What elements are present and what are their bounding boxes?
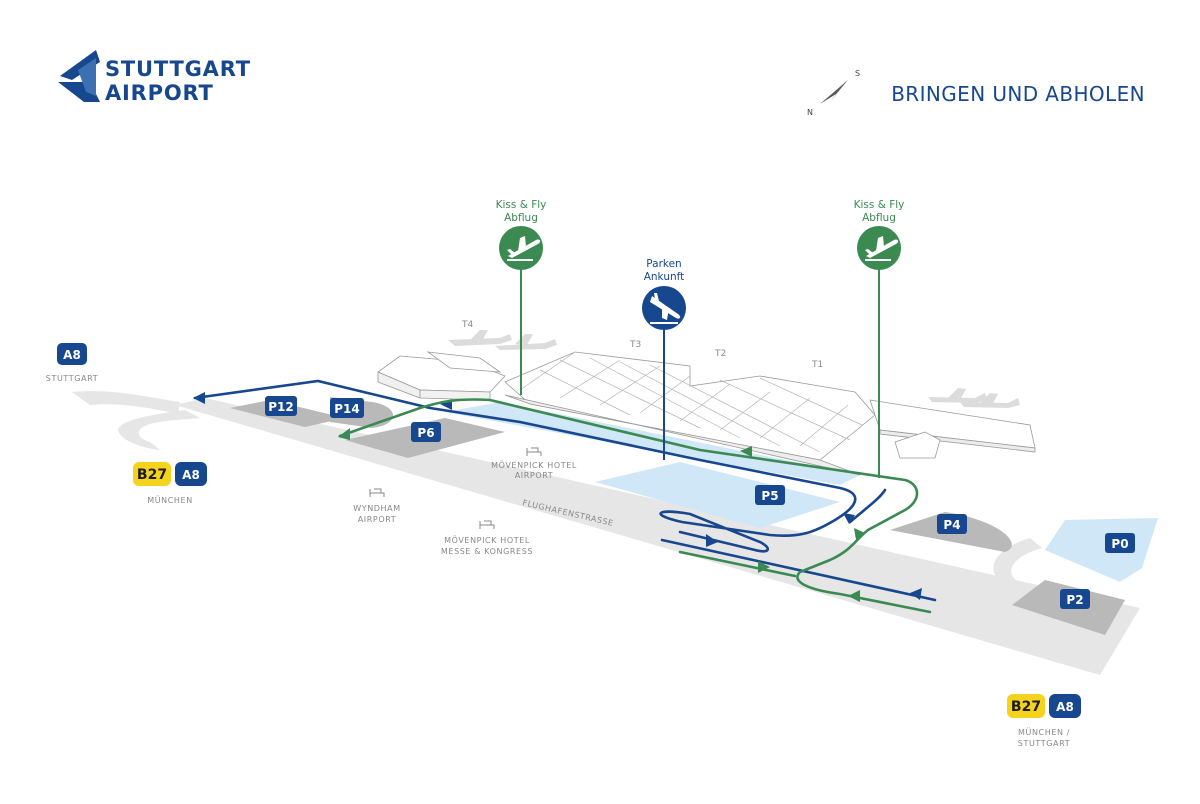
bed-icon [526,447,542,456]
parking-badge-p5[interactable]: P5 [755,485,785,505]
exit-city-line2: STUTTGART [1018,739,1070,748]
parking-badge-label: P2 [1066,593,1083,607]
logo-line2: AIRPORT [105,81,214,105]
kiss-fly-right-pin[interactable]: Kiss & Fly Abflug [854,199,905,478]
parking-badge-p0[interactable]: P0 [1105,533,1135,553]
exit-city: STUTTGART [46,374,98,383]
hotel-moevenpick-airport[interactable]: MÖVENPICK HOTEL AIRPORT [491,447,577,480]
exit-city-line1: MÜNCHEN / [1018,727,1070,737]
exit-bottom-right[interactable]: B27 A8 MÜNCHEN / STUTTGART [1007,694,1081,748]
hotel-line1: MÖVENPICK HOTEL [491,460,577,470]
hotel-line2: AIRPORT [515,471,554,480]
compass-needle-icon [820,80,848,104]
departure-plane-icon [507,236,541,261]
highway-a8-badge: A8 [63,348,81,362]
page-title: BRINGEN UND ABHOLEN [891,82,1145,106]
parking-badge-p4[interactable]: P4 [937,514,967,534]
parking-badge-p2[interactable]: P2 [1060,589,1090,609]
road-to-stuttgart [72,391,180,414]
parking-badge-label: P5 [761,489,778,503]
parken-ankunft-line1: Parken [646,258,681,270]
parking-badge-label: P4 [943,518,960,532]
parken-ankunft-line2: Ankunft [644,271,685,283]
exit-city: MÜNCHEN [147,495,193,505]
terminal-t2-label: T2 [714,349,726,359]
parken-ankunft-pin[interactable]: Parken Ankunft [642,258,686,460]
hotel-wyndham[interactable]: WYNDHAM AIRPORT [353,488,401,524]
terminal-t3-label: T3 [629,340,641,350]
parking-badge-p6[interactable]: P6 [411,422,441,442]
blue-route [193,379,937,602]
kiss-fly-right-line1: Kiss & Fly [854,199,905,211]
area-p0 [1045,518,1158,582]
logo-line1: STUTTGART [105,57,251,81]
bed-icon [479,520,495,529]
parking-badge-p14[interactable]: P14 [330,398,364,418]
area-p5-top [445,402,860,485]
kiss-fly-left-line1: Kiss & Fly [496,199,547,211]
aircraft-icon [928,388,987,403]
compass-north: N [807,108,813,117]
parking-badge-label: P14 [334,402,360,416]
kiss-fly-left-pin[interactable]: Kiss & Fly Abflug [496,199,547,395]
compass-south: S [855,69,860,78]
hotel-moevenpick-messe[interactable]: MÖVENPICK HOTEL MESSE & KONGRESS [441,520,533,556]
area-p5 [595,462,840,528]
logo-mark-icon [58,50,100,102]
parking-badge-label: P0 [1111,537,1128,551]
bed-icon [369,488,385,497]
highway-b27-badge: B27 [1011,699,1041,715]
highway-a8-badge: A8 [1056,700,1074,714]
compass: N S [807,69,860,117]
road-right-loop [993,538,1048,598]
parking-badge-label: P6 [417,426,434,440]
kiss-fly-right-line2: Abflug [862,212,896,224]
hotel-line2: MESSE & KONGRESS [441,547,533,556]
highway-b27-badge: B27 [137,467,167,483]
green-arrows [338,428,865,602]
kiss-fly-left-line2: Abflug [504,212,538,224]
logo[interactable]: STUTTGART AIRPORT [58,50,251,105]
departure-plane-icon [865,236,899,261]
hotel-line1: WYNDHAM [353,504,401,513]
aircraft-icon [495,334,557,350]
exit-stuttgart-left[interactable]: A8 STUTTGART [46,343,98,383]
highway-a8-badge: A8 [182,468,200,482]
aircraft-icon [448,330,512,346]
hotel-line2: AIRPORT [358,515,397,524]
arrival-plane-icon [650,293,681,324]
terminal-t1-label: T1 [811,360,823,370]
parking-badge-p12[interactable]: P12 [265,396,297,416]
green-route [338,398,932,614]
aircraft-silhouettes [448,330,1020,408]
terminal-buildings [377,351,1036,476]
exit-muenchen-left[interactable]: B27 A8 MÜNCHEN [133,462,207,505]
parking-badge-label: P12 [268,400,294,414]
hotel-line1: MÖVENPICK HOTEL [444,535,530,545]
aircraft-icon [960,393,1020,408]
terminal-t4-label: T4 [461,320,473,330]
road-to-muenchen [118,410,200,450]
